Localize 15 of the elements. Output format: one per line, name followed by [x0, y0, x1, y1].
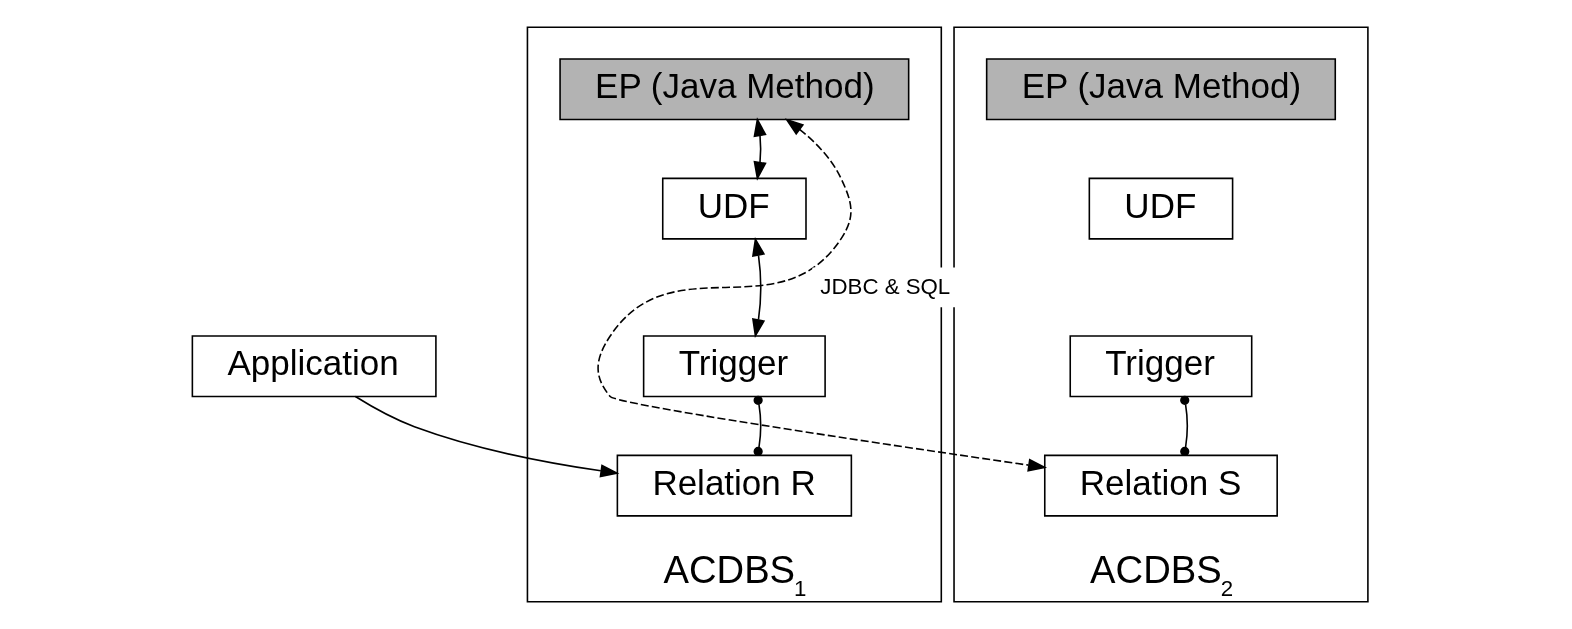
arrow: [596, 118, 1047, 472]
node-box: UDF: [661, 177, 807, 240]
node-box: EP (Java Method): [558, 58, 909, 121]
arrow: [751, 236, 765, 339]
arrow: [354, 395, 619, 478]
node-box: Trigger: [1068, 335, 1252, 398]
connector: [753, 395, 763, 457]
connector: [1179, 395, 1189, 457]
node-box: Relation R: [616, 454, 852, 517]
node-box: Application: [191, 335, 437, 398]
node-box: Trigger: [642, 335, 826, 398]
node-box: Relation S: [1043, 454, 1278, 517]
node-box: UDF: [1088, 177, 1233, 240]
arrow: [753, 117, 767, 181]
node-box: EP (Java Method): [985, 58, 1336, 121]
